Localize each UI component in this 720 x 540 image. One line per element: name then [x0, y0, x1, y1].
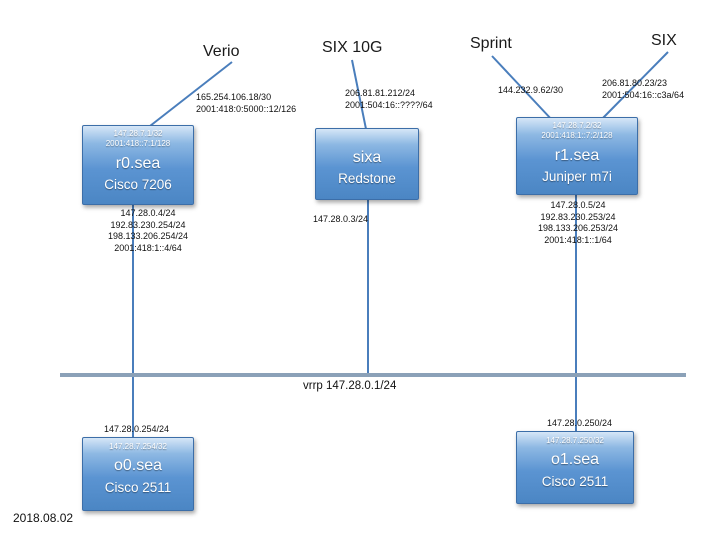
- ip-line: 198.133.206.253/24: [537, 223, 619, 234]
- ip-line: 165.254.106.18/30: [196, 92, 272, 102]
- uplink-ips-verio: 165.254.106.18/30 2001:418:0:5000::12/12…: [196, 92, 296, 115]
- uplink-label-six10g: SIX 10G: [322, 39, 383, 56]
- uplink-ips-six: 206.81.80.23/23 2001:504:16::c3a/64: [602, 78, 684, 101]
- node-model: Cisco 2511: [104, 479, 172, 495]
- node-name: o0.sea: [113, 457, 163, 475]
- node-loopback: 147.28.7.2/32: [552, 121, 602, 130]
- node-model: Cisco 7206: [104, 176, 172, 192]
- node-model: Cisco 2511: [541, 473, 609, 489]
- ip-line: 144.232.9.62/30: [498, 85, 564, 95]
- ip-line: 206.81.80.23/23: [602, 78, 668, 88]
- ip-line: 147.28.0.3/24: [313, 214, 369, 224]
- link-verio-r0: [149, 61, 233, 127]
- node-name: r1.sea: [554, 146, 600, 164]
- node-loopback: 2001:418::7:1/128: [105, 139, 171, 149]
- uplink-ips-sprint: 144.232.9.62/30: [498, 85, 563, 97]
- link-sprint-r1: [491, 55, 554, 122]
- ip-line: 2001:418:1::4/64: [114, 243, 182, 254]
- node-loopback: 2001:418:1::7:2/128: [541, 131, 613, 141]
- node-name: o1.sea: [550, 451, 600, 469]
- ip-line: 2001:418:0:5000::12/126: [196, 103, 297, 114]
- uplink-label-sprint: Sprint: [470, 35, 512, 52]
- node-name: r0.sea: [115, 154, 161, 172]
- node-r1sea: 147.28.7.2/32 2001:418:1::7:2/128 r1.sea…: [516, 117, 638, 195]
- uplink-label-verio: Verio: [203, 43, 240, 60]
- uplink-ips-six10g: 206.81.81.212/24 2001:504:16::????/64: [345, 88, 433, 111]
- node-model: Juniper m7i: [542, 168, 612, 184]
- node-loopback: 147.28.7.250/32: [546, 436, 604, 445]
- ip-line: 2001:504:16::????/64: [345, 99, 433, 110]
- ip-line: 147.28.0.5/24: [550, 200, 606, 210]
- link-six10g-sixa: [351, 59, 367, 130]
- uplink-label-six: SIX: [651, 32, 677, 49]
- ip-line: 198.133.206.254/24: [107, 231, 189, 242]
- node-loopback: 147.28.7.1/32: [113, 129, 163, 138]
- lan-ips-r1: 147.28.0.5/24 192.83.230.253/24 198.133.…: [518, 200, 638, 247]
- vrrp-bus-label: vrrp 147.28.0.1/24: [303, 380, 397, 392]
- node-loopback: 147.28.7.254/32: [109, 442, 167, 451]
- ip-line: 192.83.230.253/24: [540, 211, 616, 222]
- node-o0sea: 147.28.7.254/32 o0.sea Cisco 2511: [82, 437, 194, 511]
- lan-ips-r0: 147.28.0.4/24 192.83.230.254/24 198.133.…: [88, 208, 208, 255]
- bus-ip-o0: 147.28.0.254/24: [104, 424, 170, 434]
- ip-line: 2001:504:16::c3a/64: [602, 89, 685, 100]
- bus-ip-o1: 147.28.0.250/24: [547, 418, 613, 428]
- node-o1sea: 147.28.7.250/32 o1.sea Cisco 2511: [516, 431, 634, 504]
- ip-line: 192.83.230.254/24: [110, 219, 186, 230]
- ip-line: 147.28.0.4/24: [120, 208, 176, 218]
- ip-line: 206.81.81.212/24: [345, 88, 416, 98]
- node-r0sea: 147.28.7.1/32 2001:418::7:1/128 r0.sea C…: [82, 125, 194, 205]
- node-name: sixa: [352, 149, 382, 166]
- date-label: 2018.08.02: [13, 511, 74, 525]
- node-sixa: sixa Redstone: [315, 128, 419, 200]
- node-model: Redstone: [338, 171, 396, 187]
- ip-line: 2001:418:1::1/64: [544, 235, 612, 246]
- lan-ip-sixa: 147.28.0.3/24: [313, 214, 368, 226]
- link-six-r1: [600, 51, 669, 121]
